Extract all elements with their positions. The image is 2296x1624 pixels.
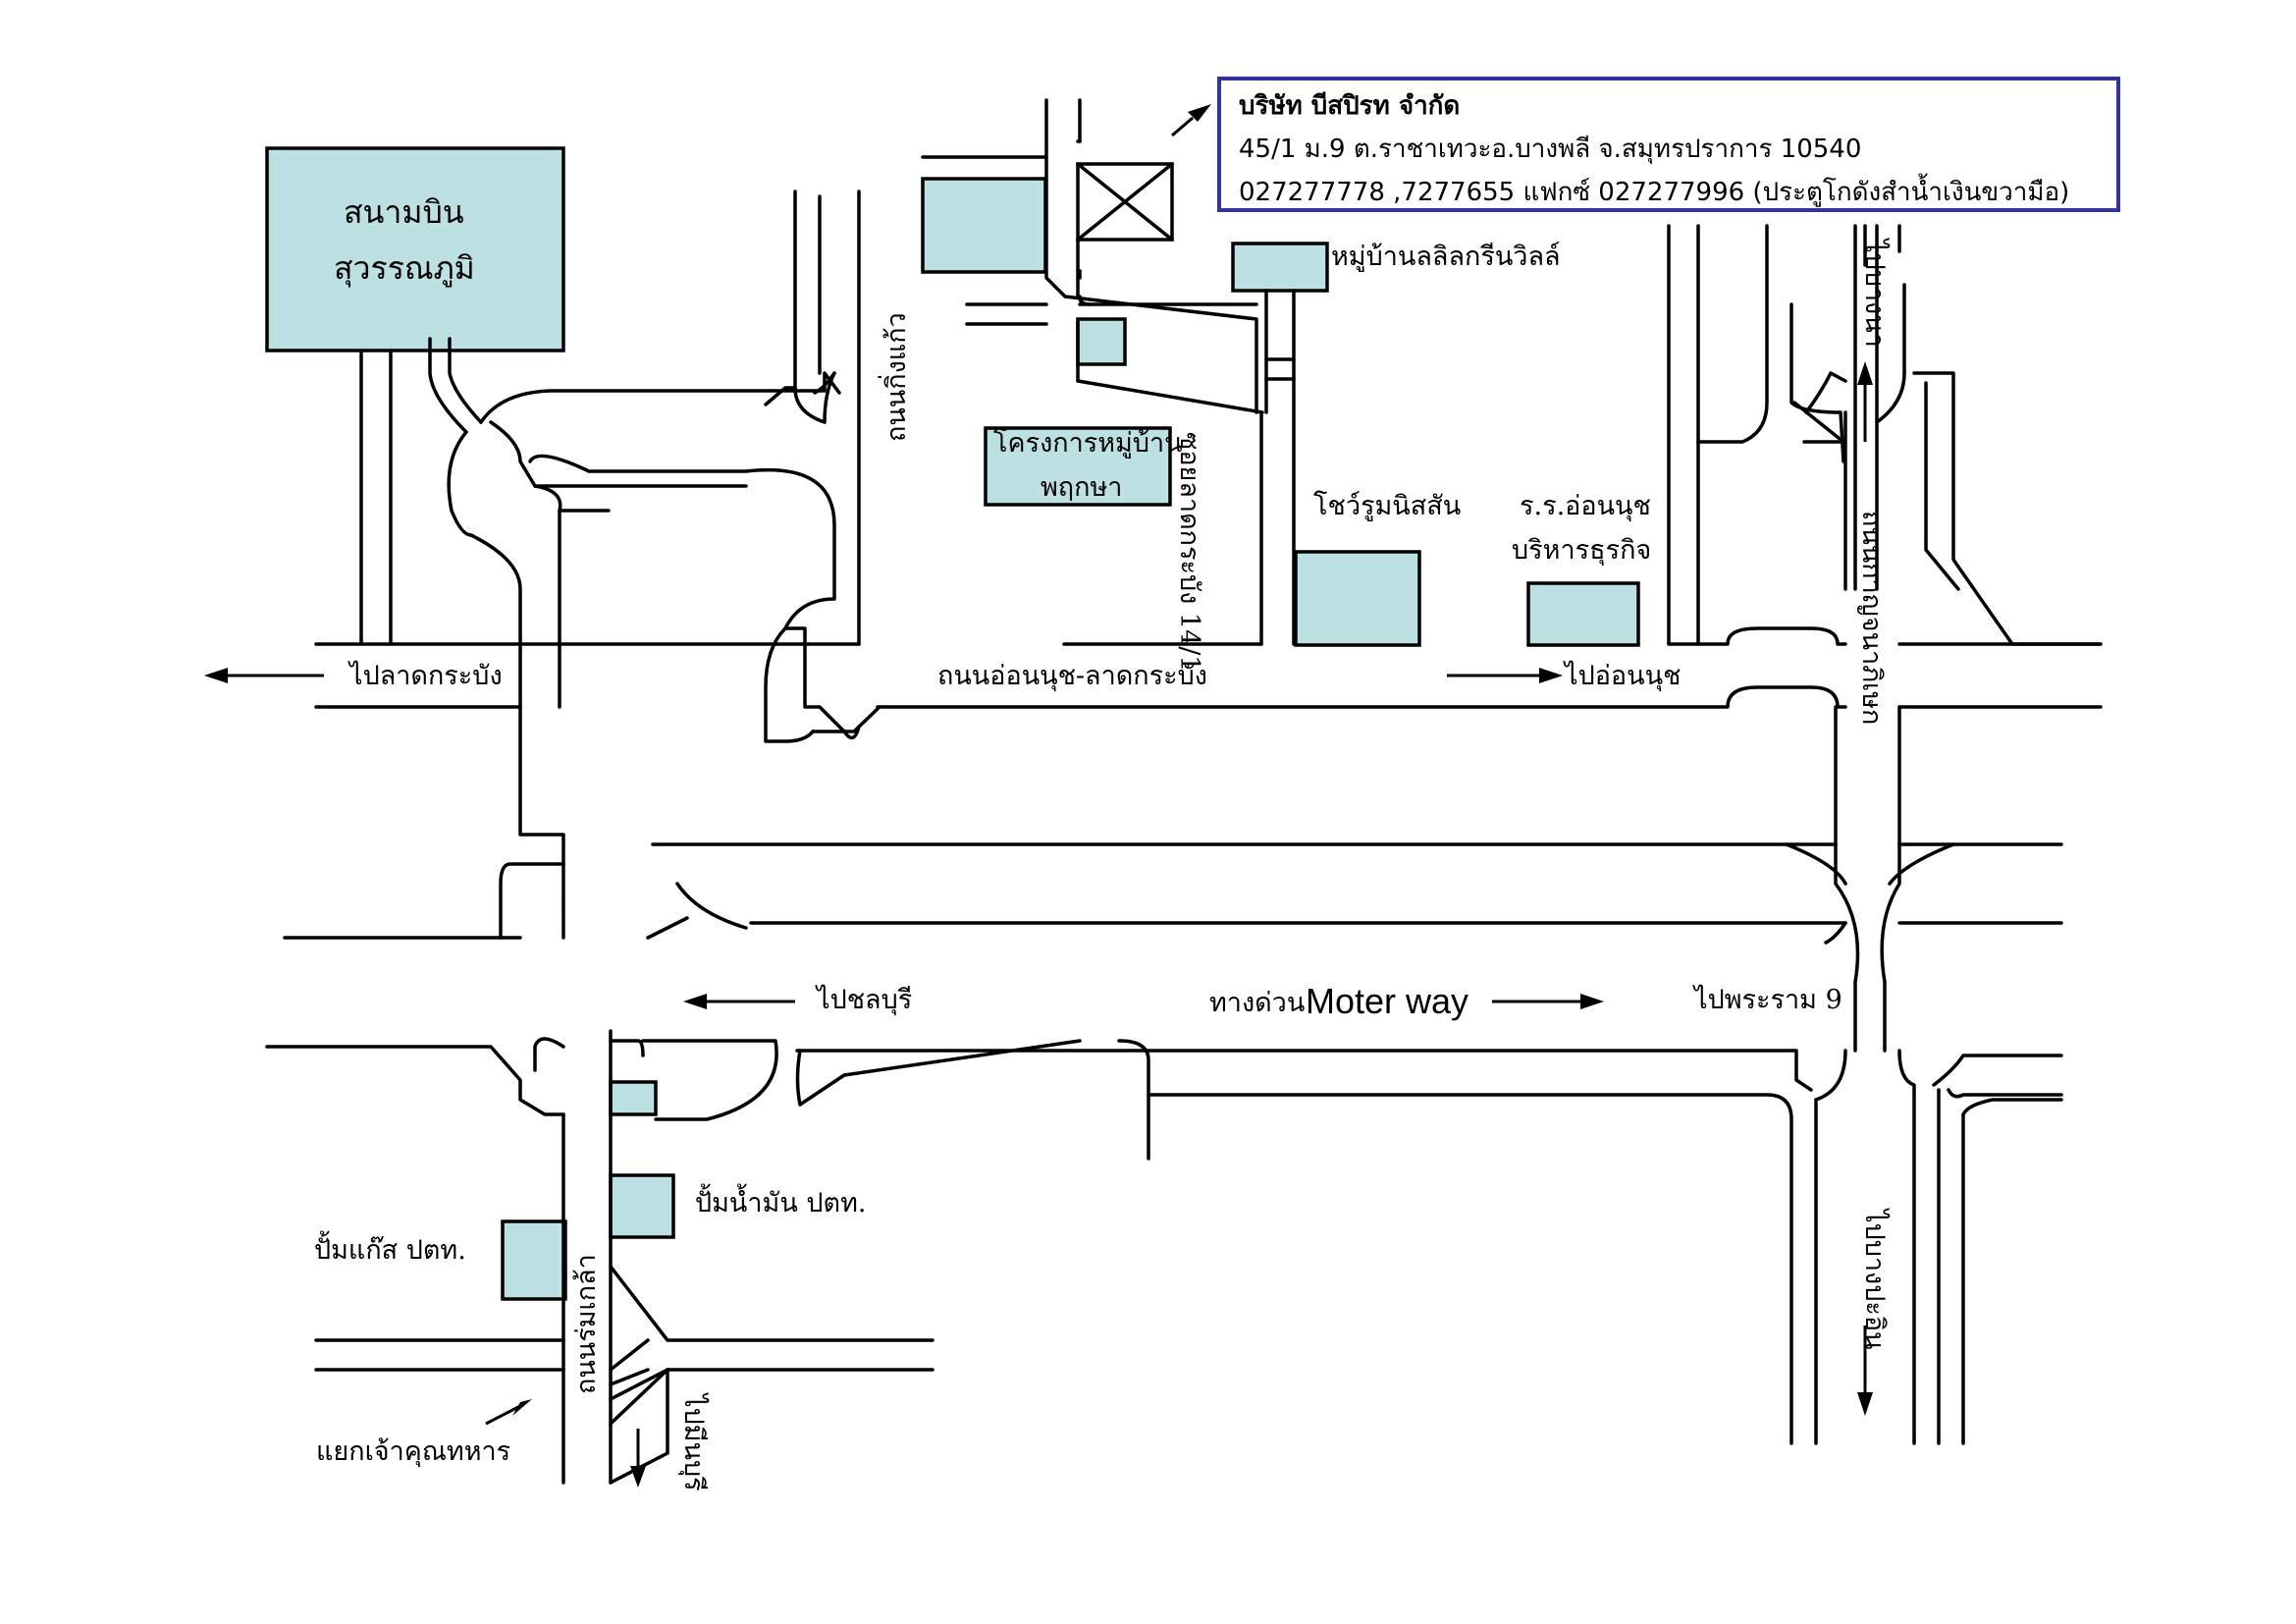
- buildings: [265, 146, 1640, 1301]
- company-name: บริษัท บีสปิรท จำกัด: [1239, 91, 1461, 121]
- ptt-oil-building: [609, 1173, 675, 1239]
- school-building: [1526, 581, 1640, 647]
- to-onnut-label: ไปอ่อนนุช: [1565, 661, 1682, 691]
- lilly-village-building: [1231, 242, 1329, 293]
- building-north-b: [1076, 317, 1127, 366]
- pruksa-building: [984, 426, 1172, 507]
- company-phone: 027277778 ,7277655 แฟกซ์ 027277996 (ประต…: [1239, 178, 2070, 207]
- company-address: 45/1 ม.9 ต.ราชาเทวะอ.บางพลี จ.สมุทรปรากา…: [1239, 135, 1862, 164]
- direction-arrows: [204, 104, 1873, 1488]
- airport-building: [265, 146, 565, 352]
- romklao-road-label: ถนนร่มเกล้า: [571, 1254, 602, 1394]
- nissan-showroom-label: โชว์รูมนิสสัน: [1313, 491, 1462, 521]
- to-bangpakong-label: ไปบางปะอิน: [1859, 1210, 1890, 1350]
- building-north-a: [921, 177, 1047, 274]
- to-chonburi-label: ไปชลบุรี: [817, 985, 913, 1015]
- airport-label-line2: สุวรรณภูมิ: [334, 249, 475, 287]
- lilly-village-label: หมู่บ้านลลิลกรีนวิลล์: [1331, 242, 1561, 272]
- small-building-south: [609, 1080, 658, 1116]
- to-bangna-label: ไปบางนา: [1859, 240, 1890, 348]
- company-info-box: บริษัท บีสปิรท จำกัด 45/1 ม.9 ต.ราชาเทวะ…: [1217, 77, 2120, 212]
- onnut-ladkrabang-road-label: ถนนอ่อนนุช-ลาดกระบัง: [937, 661, 1207, 691]
- soi-ladkrabang-label: ซอยลาดกระบัง 14/1: [1174, 432, 1204, 673]
- nissan-building: [1294, 550, 1421, 647]
- motorway-prefix-label: ทางด่วน: [1209, 988, 1306, 1018]
- ptt-gas-building: [501, 1219, 567, 1301]
- to-ladkrabang-label: ไปลาดกระบัง: [349, 661, 503, 691]
- ptt-gas-label: ปั้มแก๊ส ปตท.: [314, 1235, 466, 1266]
- pruksa-label-line2: พฤกษา: [1041, 472, 1123, 503]
- to-chaokhun-label: แยกเจ้าคุณทหาร: [316, 1436, 511, 1467]
- ptt-oil-label: ปั้มน้ำมัน ปตท.: [695, 1188, 867, 1218]
- motorway-name-label: Moter way: [1306, 981, 1469, 1021]
- to-rama9-label: ไปพระราม 9: [1694, 985, 1842, 1015]
- kingkaew-road-label: ถนนกิ่งแก้ว: [881, 312, 912, 442]
- pruksa-label-line1: โครงการหมู่บ้าน: [993, 428, 1183, 459]
- roads: [265, 98, 2103, 1485]
- school-label-line2: บริหารธุรกิจ: [1512, 535, 1652, 566]
- school-label-line1: ร.ร.อ่อนนุช: [1520, 491, 1651, 521]
- airport-label-line1: สนามบิน: [344, 193, 464, 231]
- to-minburi-label: ไปมีนบุรี: [678, 1394, 709, 1491]
- kanchanaphisek-road-label: ถนนกาญจนาภิเษก: [1856, 511, 1887, 726]
